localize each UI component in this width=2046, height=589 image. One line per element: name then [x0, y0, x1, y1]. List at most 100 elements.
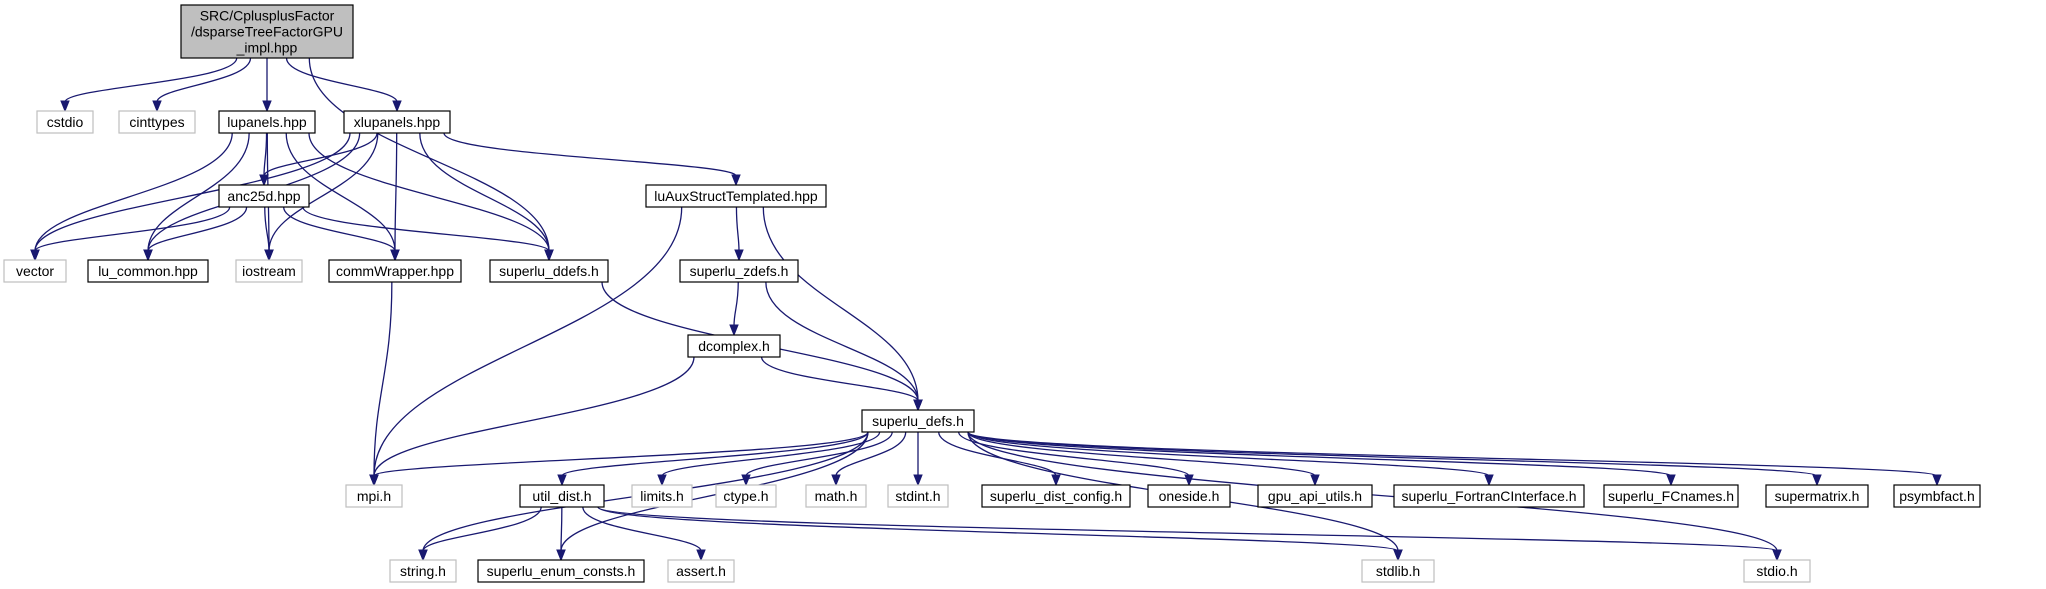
node-psymbfact[interactable]: psymbfact.h: [1893, 484, 1981, 508]
edge-line: [64, 57, 238, 103]
edge-superlu-defs-to-math: [831, 431, 907, 487]
node-label: stdlib.h: [1376, 563, 1420, 579]
node-superlu-ddefs[interactable]: superlu_ddefs.h: [489, 259, 609, 283]
edge-line: [967, 431, 1818, 477]
edge-line: [34, 132, 233, 252]
edge-line: [285, 132, 396, 252]
node-fcnames[interactable]: superlu_FCnames.h: [1603, 484, 1739, 508]
node-label: oneside.h: [1159, 488, 1220, 504]
node-box: [1393, 484, 1585, 508]
edge-superlu-defs-to-mpi: [369, 431, 869, 487]
edge-line: [34, 206, 231, 252]
edge-line: [373, 206, 683, 477]
edge-anc25d-to-iostream: [264, 206, 274, 262]
edge-arrowhead: [831, 474, 841, 487]
edge-superlu-zdefs-to-dcomplex: [729, 281, 739, 337]
node-luaux[interactable]: luAuxStructTemplated.hpp: [645, 184, 827, 208]
edge-superlu-defs-to-ctype: [741, 431, 893, 487]
edge-arrowhead: [557, 474, 567, 487]
node-label: math.h: [815, 488, 858, 504]
edge-line: [967, 431, 1490, 477]
node-label: commWrapper.hpp: [336, 263, 454, 279]
graph-edges: [30, 57, 1942, 562]
edge-arrowhead: [60, 100, 70, 113]
edge-superlu-defs-to-oneside: [958, 431, 1194, 487]
node-oneside[interactable]: oneside.h: [1147, 484, 1231, 508]
node-math: math.h: [805, 484, 867, 508]
node-limits: limits.h: [631, 484, 693, 508]
node-label: limits.h: [640, 488, 684, 504]
edge-line: [268, 132, 379, 252]
node-box: [389, 559, 457, 583]
node-superlu-defs[interactable]: superlu_defs.h: [861, 409, 975, 433]
edge-line: [762, 206, 919, 402]
node-stdint: stdint.h: [887, 484, 949, 508]
edge-line: [285, 57, 398, 103]
node-label: mpi.h: [357, 488, 391, 504]
edge-line: [263, 132, 268, 177]
node-box: [1743, 559, 1811, 583]
edge-arrowhead: [696, 549, 706, 562]
node-dcomplex[interactable]: dcomplex.h: [687, 334, 781, 358]
edge-root-to-cinttypes: [152, 57, 252, 113]
edge-line: [308, 132, 550, 252]
edge-root-to-xlupanels: [285, 57, 402, 113]
node-label: iostream: [242, 263, 296, 279]
node-box: [1765, 484, 1869, 508]
edge-line: [422, 506, 542, 552]
edge-superlu-defs-to-fortran: [967, 431, 1494, 487]
edge-arrowhead: [392, 100, 402, 113]
edge-arrowhead: [1812, 474, 1822, 487]
edge-line: [443, 132, 737, 177]
edge-arrowhead: [143, 249, 153, 262]
node-box: [36, 110, 94, 134]
node-box: [1603, 484, 1739, 508]
node-box: [519, 484, 605, 508]
node-xlupanels[interactable]: xlupanels.hpp: [343, 110, 451, 134]
node-box: [328, 259, 462, 283]
edge-arrowhead: [264, 249, 274, 262]
node-dist-config[interactable]: superlu_dist_config.h: [981, 484, 1131, 508]
node-box: [667, 559, 735, 583]
node-label: superlu_FCnames.h: [1608, 488, 1734, 504]
graph-nodes: SRC/CplusplusFactor/dsparseTreeFactorGPU…: [3, 4, 1981, 583]
node-label: xlupanels.hpp: [354, 114, 441, 130]
edge-luaux-to-superlu-defs: [762, 206, 923, 412]
node-mpi: mpi.h: [345, 484, 403, 508]
edge-util-dist-to-stdlib: [597, 506, 1403, 562]
node-label: SRC/CplusplusFactor: [200, 8, 335, 24]
edge-arrowhead: [262, 100, 272, 113]
node-anc25d[interactable]: anc25d.hpp: [218, 184, 310, 208]
node-label: gpu_api_utils.h: [1268, 488, 1362, 504]
edge-line: [958, 431, 1190, 477]
node-root[interactable]: SRC/CplusplusFactor/dsparseTreeFactorGPU…: [180, 4, 354, 59]
edge-superlu-defs-to-stdint: [913, 432, 923, 487]
edge-xlupanels-to-commwrapper: [390, 132, 400, 262]
edge-line: [967, 431, 1672, 477]
edge-arrowhead: [1051, 474, 1061, 487]
node-label: cinttypes: [129, 114, 184, 130]
edge-root-to-superlu-ddefs: [308, 57, 554, 262]
edge-arrowhead: [913, 474, 923, 487]
edge-arrowhead: [556, 549, 566, 562]
node-supermatrix[interactable]: supermatrix.h: [1765, 484, 1869, 508]
node-label: superlu_enum_consts.h: [487, 563, 636, 579]
node-commwrapper[interactable]: commWrapper.hpp: [328, 259, 462, 283]
node-superlu-zdefs[interactable]: superlu_zdefs.h: [679, 259, 799, 283]
node-fortran[interactable]: superlu_FortranCInterface.h: [1393, 484, 1585, 508]
node-stdio: stdio.h: [1743, 559, 1811, 583]
edge-line: [835, 431, 907, 477]
edge-arrowhead: [418, 549, 428, 562]
edge-root-to-cstdio: [60, 57, 238, 113]
node-cinttypes: cinttypes: [118, 110, 196, 134]
node-lu-common[interactable]: lu_common.hpp: [87, 259, 209, 283]
node-lupanels[interactable]: lupanels.hpp: [218, 110, 316, 134]
edge-line: [745, 431, 893, 477]
node-util-dist[interactable]: util_dist.h: [519, 484, 605, 508]
edge-anc25d-to-superlu-ddefs: [302, 206, 554, 262]
edge-arrowhead: [152, 100, 162, 113]
node-gpu-api[interactable]: gpu_api_utils.h: [1257, 484, 1373, 508]
node-enum-consts[interactable]: superlu_enum_consts.h: [477, 559, 645, 583]
edge-line: [373, 281, 393, 477]
node-label: util_dist.h: [532, 488, 591, 504]
